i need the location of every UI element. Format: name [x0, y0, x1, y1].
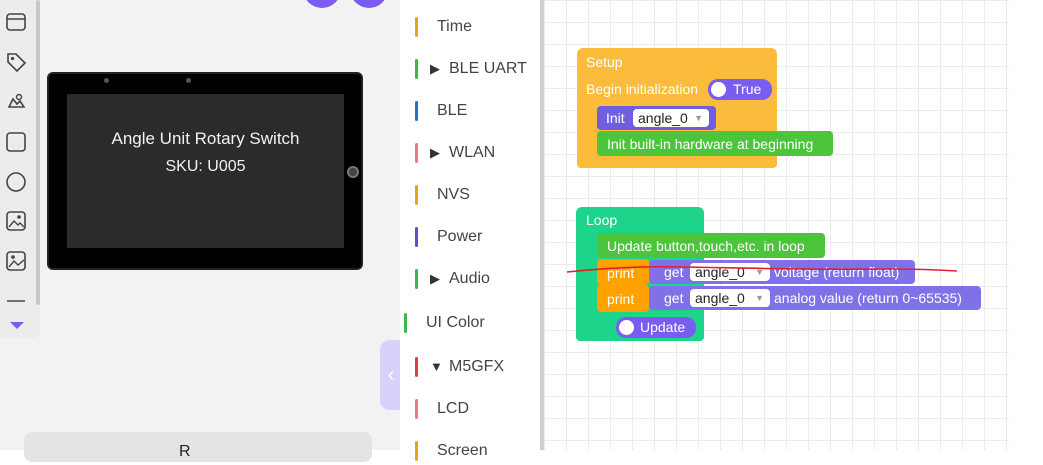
- get-analog-block[interactable]: get angle_0 ▼ analog value (return 0~655…: [649, 286, 981, 310]
- chevron-left-icon: ‹: [387, 364, 395, 386]
- category-color-bar: [415, 227, 418, 247]
- block-categories: Time ▶ BLE UART BLE ▶ WLAN NVS Power ▶ Audio UI Co…: [400, 0, 540, 461]
- device-led: [186, 78, 191, 83]
- category-label: Time: [437, 18, 472, 35]
- image-icon[interactable]: [5, 210, 27, 232]
- get-desc-2: analog value (return 0~65535): [774, 290, 962, 306]
- category-ui-color[interactable]: UI Color: [404, 309, 524, 337]
- category-color-bar: [404, 313, 407, 333]
- init-hw-label: Init built-in hardware at beginning: [607, 136, 814, 152]
- category-label: WLAN: [449, 144, 496, 161]
- get-var-value-2: angle_0: [695, 290, 745, 306]
- simulator-panel: Angle Unit Rotary Switch SKU: U005 R: [0, 0, 400, 462]
- toggle-knob: [619, 320, 634, 335]
- get-voltage-block[interactable]: get angle_0 ▼ voltage (return float): [649, 260, 915, 284]
- category-color-bar: [415, 441, 418, 461]
- category-label: BLE UART: [449, 60, 527, 77]
- category-audio[interactable]: ▶ Audio: [415, 265, 535, 293]
- caret-down-icon: ▼: [755, 267, 764, 277]
- category-label: Power: [437, 228, 483, 245]
- category-color-bar: [415, 59, 418, 79]
- setup-title: Setup: [586, 54, 623, 70]
- update-toggle-label: Update: [640, 319, 686, 335]
- category-wlan[interactable]: ▶ WLAN: [415, 139, 535, 167]
- rectangle-icon[interactable]: [5, 131, 27, 153]
- begin-init-label: Begin initialization: [586, 81, 699, 97]
- strike-annotation: [566, 265, 958, 273]
- category-color-bar: [415, 269, 418, 289]
- category-power[interactable]: Power: [415, 223, 535, 251]
- toggle-knob: [711, 82, 726, 97]
- screen-label-sku: SKU: U005: [165, 158, 246, 175]
- toggle-label: True: [733, 81, 762, 97]
- image-stack-icon[interactable]: [5, 250, 27, 272]
- blocks-workspace[interactable]: Setup Begin initialization True Init ang…: [544, 0, 1009, 450]
- caret-down-icon: ▼: [755, 293, 764, 303]
- init-label: Init: [606, 110, 625, 126]
- category-ble-uart[interactable]: ▶ BLE UART: [415, 55, 535, 83]
- init-hardware-block[interactable]: Init built-in hardware at beginning: [597, 131, 833, 156]
- toolbox-scrollbar[interactable]: [36, 0, 40, 305]
- chevron-down-icon[interactable]: [10, 322, 24, 329]
- device-knob: [347, 166, 359, 178]
- category-color-bar: [415, 17, 418, 37]
- category-label: UI Color: [426, 314, 485, 331]
- tag-icon[interactable]: [5, 51, 27, 73]
- caret-right-icon[interactable]: ▶: [430, 271, 440, 286]
- device-preview: Angle Unit Rotary Switch SKU: U005: [47, 72, 363, 270]
- update-label: Update button,touch,etc. in loop: [607, 238, 805, 254]
- caret-down-icon: ▼: [694, 113, 703, 123]
- print-block-2[interactable]: print: [597, 285, 649, 312]
- category-color-bar: [415, 399, 418, 419]
- get-label-1: get: [664, 264, 684, 280]
- category-label: Screen: [437, 442, 488, 459]
- bottom-button[interactable]: R: [24, 432, 372, 462]
- init-var-dropdown[interactable]: angle_0 ▼: [633, 109, 709, 127]
- category-screen[interactable]: Screen: [415, 437, 535, 465]
- circle-icon[interactable]: [5, 171, 27, 193]
- get-label-2: get: [664, 290, 684, 306]
- category-time[interactable]: Time: [415, 13, 535, 41]
- collapse-panel-button[interactable]: ‹: [380, 340, 402, 410]
- device-led: [104, 78, 109, 83]
- ui-toolbox: [0, 0, 40, 338]
- category-label: Audio: [449, 270, 490, 287]
- caret-right-icon[interactable]: ▶: [430, 61, 440, 76]
- category-color-bar: [415, 357, 418, 377]
- print-label-2: print: [607, 291, 635, 307]
- print-block-1[interactable]: print: [597, 259, 649, 285]
- update-button-block[interactable]: Update button,touch,etc. in loop: [597, 233, 825, 258]
- category-label: M5GFX: [449, 358, 505, 375]
- screen-label-title: Angle Unit Rotary Switch: [111, 129, 300, 148]
- category-ble[interactable]: BLE: [415, 97, 535, 125]
- begin-init-toggle[interactable]: True: [708, 79, 772, 100]
- category-color-bar: [415, 143, 418, 163]
- line-icon[interactable]: [5, 290, 27, 312]
- device-screen[interactable]: Angle Unit Rotary Switch SKU: U005: [67, 94, 344, 248]
- bottom-button-label: R: [179, 443, 191, 460]
- category-label: NVS: [437, 186, 470, 203]
- print-label-1: print: [607, 265, 635, 281]
- window-icon[interactable]: [5, 11, 27, 33]
- category-color-bar: [415, 101, 418, 121]
- category-color-bar: [415, 185, 418, 205]
- update-toggle[interactable]: Update: [616, 317, 696, 338]
- workspace-edge: [1009, 0, 1043, 450]
- categories-scrollbar[interactable]: [540, 0, 544, 450]
- category-label: BLE: [437, 102, 468, 119]
- init-block[interactable]: Init angle_0 ▼: [597, 106, 716, 130]
- run-button[interactable]: [303, 0, 341, 8]
- cloud-image-icon[interactable]: [5, 91, 27, 113]
- get-desc-1: voltage (return float): [774, 264, 900, 280]
- get-var-dropdown-2[interactable]: angle_0 ▼: [690, 289, 770, 307]
- category-lcd[interactable]: LCD: [415, 395, 535, 423]
- category-m5gfx[interactable]: ▼ M5GFX: [415, 353, 535, 381]
- loop-title: Loop: [586, 212, 618, 228]
- caret-down-icon[interactable]: ▼: [430, 359, 443, 374]
- caret-right-icon[interactable]: ▶: [430, 145, 440, 160]
- stop-button[interactable]: [350, 0, 388, 8]
- init-var-value: angle_0: [638, 110, 688, 126]
- category-nvs[interactable]: NVS: [415, 181, 535, 209]
- category-label: LCD: [437, 400, 470, 417]
